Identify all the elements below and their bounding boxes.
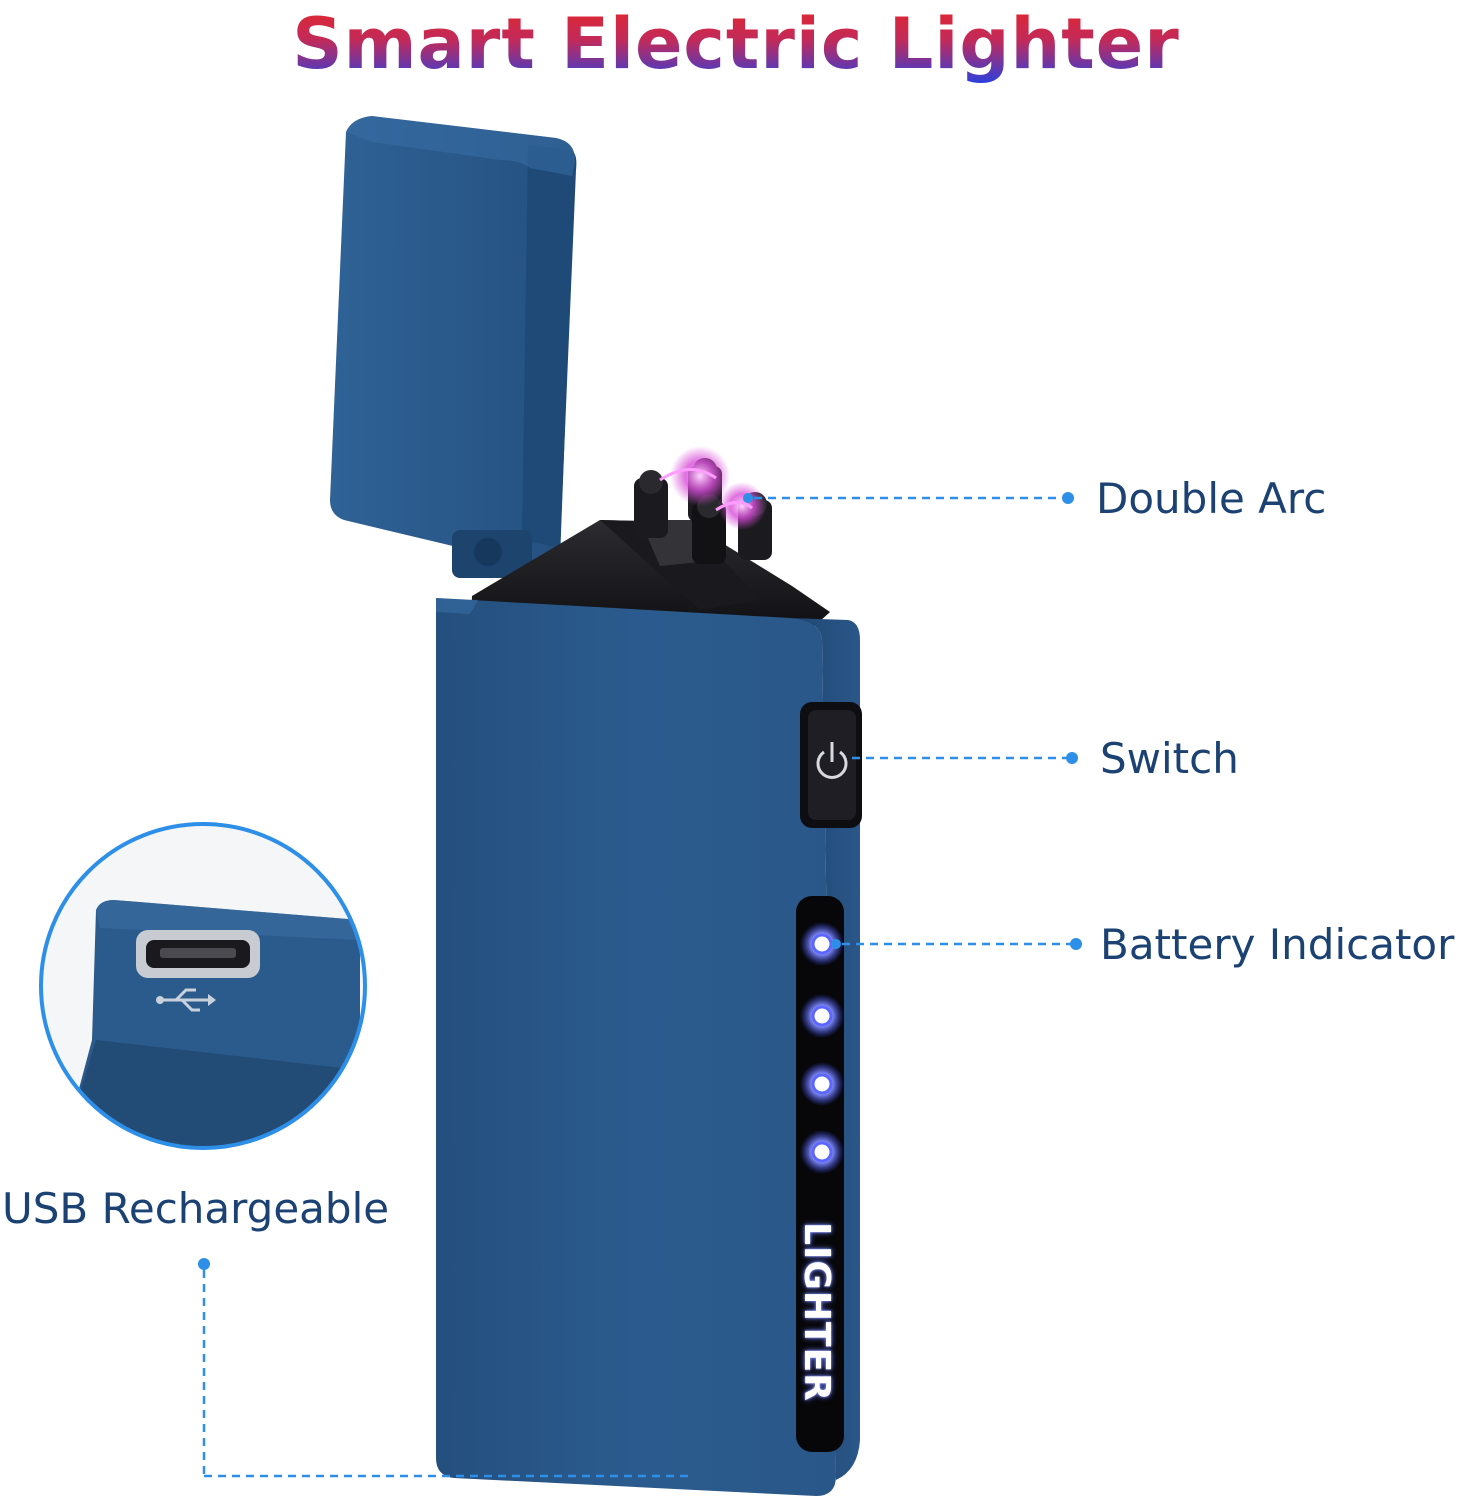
callout-line-double-arc: [743, 492, 1074, 504]
battery-led: [800, 1062, 844, 1106]
lighter-lid: [330, 116, 577, 569]
callout-usb-rechargeable: USB Rechargeable: [2, 1184, 390, 1233]
power-icon: [816, 742, 848, 779]
usb-inset: [39, 822, 367, 1150]
callout-double-arc: Double Arc: [1096, 474, 1327, 523]
usb-port-icon: [136, 930, 260, 978]
battery-led: [800, 1130, 844, 1174]
page-title: Smart Electric Lighter: [0, 4, 1472, 84]
hinge: [452, 530, 532, 578]
switch-button: [800, 702, 862, 828]
callout-line-battery: [831, 938, 1082, 950]
callout-battery-indicator: Battery Indicator: [1100, 920, 1455, 969]
callout-line-usb: [198, 1258, 690, 1478]
callout-switch: Switch: [1100, 734, 1239, 783]
lighter-brand-label: LIGHTER: [796, 1222, 837, 1402]
battery-led: [800, 994, 844, 1038]
callout-line-switch: [852, 752, 1078, 764]
usb-icon: [156, 988, 216, 1012]
